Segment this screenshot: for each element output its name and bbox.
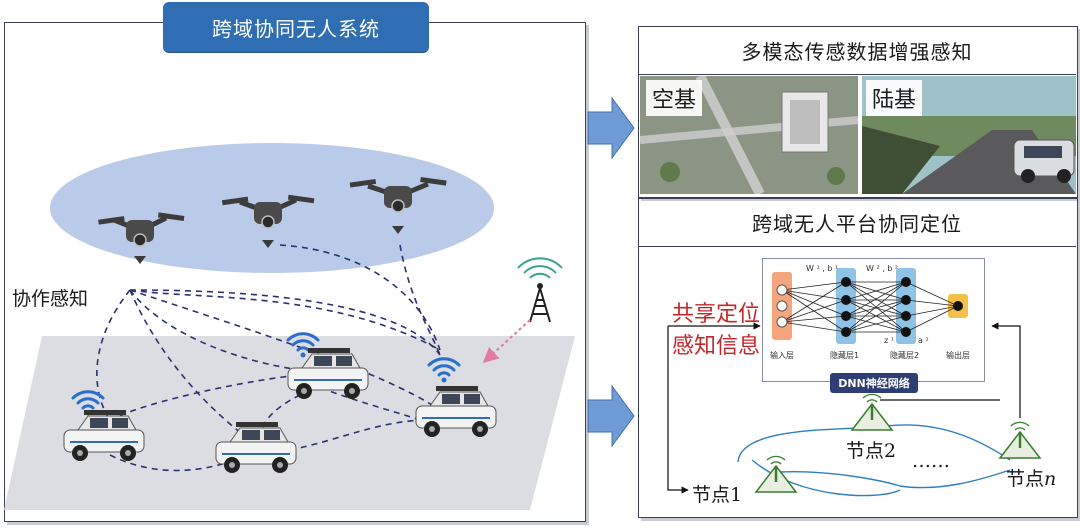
positioning-title: 跨域无人平台协同定位 — [638, 198, 1076, 247]
car-icon — [415, 386, 497, 437]
shared-info-line1: 共享定位 — [672, 302, 761, 327]
flow-arrow-upper — [587, 96, 635, 160]
drone-3 — [349, 176, 447, 234]
layer-label-input: 输入层 — [770, 351, 794, 360]
node-links — [737, 424, 1011, 497]
drone-1 — [98, 212, 185, 264]
flow-arrow-lower — [587, 384, 635, 448]
node-2-icon — [850, 393, 894, 431]
node-1-label: 节点1 — [692, 484, 743, 506]
wifi-icon — [286, 332, 320, 358]
tower-link — [482, 319, 531, 364]
air-based-label-overlay: 空基 — [646, 80, 703, 116]
layer-label-output: 输出层 — [946, 351, 970, 360]
dnn-label: DNN神经网络 — [830, 373, 918, 393]
ground-plane — [4, 336, 575, 510]
car-icon — [215, 422, 297, 473]
sensing-photos — [640, 76, 1076, 194]
positioning-panel — [638, 198, 1078, 518]
layer-label-hidden2: 隐藏层2 — [890, 351, 920, 360]
node-n-icon — [998, 421, 1042, 459]
node-1-icon — [754, 455, 798, 493]
node-ellipsis: …… — [912, 450, 950, 472]
dnn-frame — [762, 258, 985, 382]
wifi-icon — [427, 357, 461, 383]
node-2-label: 节点2 — [846, 440, 897, 462]
a-label: a ¹ — [918, 336, 929, 345]
collab-sensing-label: 协作感知 — [12, 288, 89, 310]
collaboration-links — [96, 244, 441, 472]
weight-label-1: W ¹ , b ¹ — [806, 264, 839, 273]
sensing-title: 多模态传感数据增强感知 — [638, 26, 1076, 75]
car-icon — [287, 348, 369, 399]
drone-2 — [221, 194, 315, 248]
z-label: z ¹ — [884, 336, 894, 345]
cell-tower — [517, 257, 563, 323]
feedback-lines — [667, 322, 1021, 494]
node-n-label: 节点n — [1006, 468, 1057, 490]
neural-network-graph — [772, 268, 968, 344]
car-icon — [63, 410, 145, 461]
shared-info-line2: 感知信息 — [672, 334, 761, 359]
layer-label-hidden1: 隐藏层1 — [830, 351, 860, 360]
cross-domain-title: 跨域协同无人系统 — [163, 2, 429, 52]
weight-label-2: W ² , b ² — [866, 264, 899, 273]
ground-based-label-overlay: 陆基 — [866, 80, 923, 116]
